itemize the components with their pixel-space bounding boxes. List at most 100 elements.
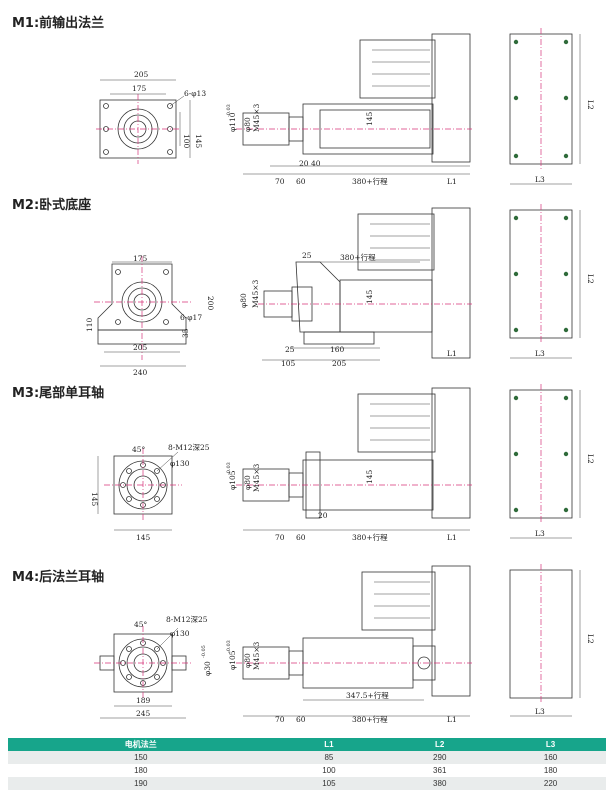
m1-dim-L2: L2 — [586, 100, 595, 110]
table-cell: 180 — [495, 764, 606, 777]
m3-dim-thread: M45×3 — [252, 463, 261, 492]
header-l2: L2 — [384, 738, 496, 751]
m3-dim-L2: L2 — [586, 454, 595, 464]
m1-top-view — [509, 28, 581, 185]
m4-dim-L1: L1 — [447, 715, 457, 724]
section-title-m3: M3:尾部单耳轴 — [12, 386, 105, 401]
m1-dim-145-side: 145 — [365, 111, 374, 126]
header-motor-flange: 电机法兰 — [8, 738, 274, 751]
m1-dim-100: 100 — [182, 134, 191, 149]
table-cell: 380 — [384, 777, 496, 790]
m2-dim-25-bottom: 25 — [285, 345, 295, 354]
m4-dim-thread: M45×3 — [252, 641, 261, 670]
m4-dim-angle: 45° — [134, 620, 148, 629]
m3-dim-145-v: 145 — [90, 492, 99, 507]
m2-dim-145-side: 145 — [365, 289, 374, 304]
m3-dim-L3: L3 — [535, 529, 545, 538]
m4-front-view — [94, 626, 192, 719]
table-cell: 105 — [273, 777, 385, 790]
m1-dim-70: 70 — [275, 177, 285, 186]
m1-dim-phi110-tol: -0.03 — [226, 104, 232, 117]
m3-dim-phi105: φ105 — [228, 470, 237, 490]
m2-dim-200: 200 — [206, 296, 215, 311]
m2-dim-205: 205 — [133, 343, 148, 352]
m2-dim-phi80: φ80 — [239, 293, 248, 308]
m2-front-view — [94, 256, 192, 367]
table-row: 180 100 361 180 — [8, 764, 606, 777]
m1-dim-205: 205 — [134, 70, 149, 79]
m2-dim-25-top: 25 — [302, 251, 312, 260]
m1-dim-holes: 6-φ13 — [184, 89, 206, 98]
spec-table: 电机法兰 L1 L2 L3 150 85 290 160 180 100 361… — [8, 738, 606, 790]
m4-dim-245: 245 — [136, 709, 151, 718]
m3-dim-70: 70 — [275, 533, 285, 542]
m2-dim-205-side: 205 — [332, 359, 347, 368]
m2-dim-240: 240 — [133, 368, 148, 377]
m2-dim-110: 110 — [85, 317, 94, 332]
m2-dim-stroke: 380+行程 — [340, 252, 376, 262]
m1-dim-thread: M45×3 — [252, 103, 261, 132]
m2-dim-thread: M45×3 — [251, 279, 260, 308]
m3-dim-L1: L1 — [447, 533, 457, 542]
section-title-m2: M2:卧式底座 — [12, 198, 92, 213]
m3-dim-20: 20 — [318, 511, 328, 520]
table-cell: 290 — [384, 751, 496, 764]
table-cell: 220 — [495, 777, 606, 790]
m4-dim-phi80: φ80 — [243, 653, 252, 668]
m3-dim-holes: 8-M12深25 — [168, 443, 210, 452]
m1-side-view — [236, 33, 472, 175]
m4-dim-holes: 8-M12深25 — [166, 615, 208, 624]
m3-dim-phi80: φ80 — [243, 475, 252, 490]
m2-dim-105: 105 — [281, 359, 296, 368]
m3-dim-phi130: φ130 — [170, 459, 190, 468]
header-l3: L3 — [495, 738, 606, 751]
m4-dim-phi30: φ30 — [203, 661, 212, 676]
spec-table-header-row: 电机法兰 L1 L2 L3 — [8, 738, 606, 751]
m3-dim-angle: 45° — [132, 445, 146, 454]
technical-drawing: 205 175 6-φ13 100 145 φ110 -0.03 φ80 M45… — [85, 28, 595, 724]
m2-side-view — [258, 207, 472, 361]
m1-dim-L3: L3 — [535, 175, 545, 184]
m1-dim-phi110: φ110 — [228, 112, 237, 132]
m3-dim-stroke: 380+行程 — [352, 532, 388, 542]
m4-dim-L3: L3 — [535, 707, 545, 716]
m3-front-view — [97, 448, 182, 531]
m2-top-view — [509, 204, 581, 359]
m4-dim-stroke: 380+行程 — [352, 714, 388, 724]
m2-dim-L2: L2 — [586, 274, 595, 284]
m1-dim-40: 40 — [311, 159, 321, 168]
m3-dim-phi105-tol: -0.03 — [226, 462, 232, 475]
table-cell: 150 — [8, 751, 274, 764]
m3-top-view — [509, 384, 581, 539]
m1-dim-phi80: φ80 — [243, 117, 252, 132]
m1-dim-145: 145 — [194, 134, 203, 149]
m1-dim-20: 20 — [299, 159, 309, 168]
m4-side-view — [236, 565, 472, 717]
m3-side-view — [236, 387, 472, 531]
m4-dim-stroke-347: 347.5+行程 — [346, 690, 389, 700]
table-cell: 190 — [8, 777, 274, 790]
table-row: 190 105 380 220 — [8, 777, 606, 790]
m2-dim-175: 175 — [133, 254, 148, 263]
m2-dim-160: 160 — [330, 345, 345, 354]
m2-dim-holes: 6-φ17 — [180, 313, 202, 322]
table-cell: 85 — [273, 751, 385, 764]
section-title-m1: M1:前输出法兰 — [12, 16, 105, 31]
m4-dim-189: 189 — [136, 696, 151, 705]
m2-dim-L3: L3 — [535, 349, 545, 358]
m4-dim-phi105-tol: -0.03 — [226, 640, 232, 653]
m1-dim-stroke: 380+行程 — [352, 176, 388, 186]
m3-dim-60: 60 — [296, 533, 306, 542]
table-cell: 100 — [273, 764, 385, 777]
m4-dim-60: 60 — [296, 715, 306, 724]
m1-dim-L1: L1 — [447, 177, 457, 186]
m2-dim-L1: L1 — [447, 349, 457, 358]
m2-dim-35: 35 — [181, 328, 190, 338]
m4-dim-phi105: φ105 — [228, 650, 237, 670]
m1-dim-175: 175 — [132, 84, 147, 93]
table-row: 150 85 290 160 — [8, 751, 606, 764]
section-title-m4: M4:后法兰耳轴 — [12, 570, 105, 585]
m1-front-view — [96, 79, 191, 164]
table-cell: 361 — [384, 764, 496, 777]
table-cell: 180 — [8, 764, 274, 777]
